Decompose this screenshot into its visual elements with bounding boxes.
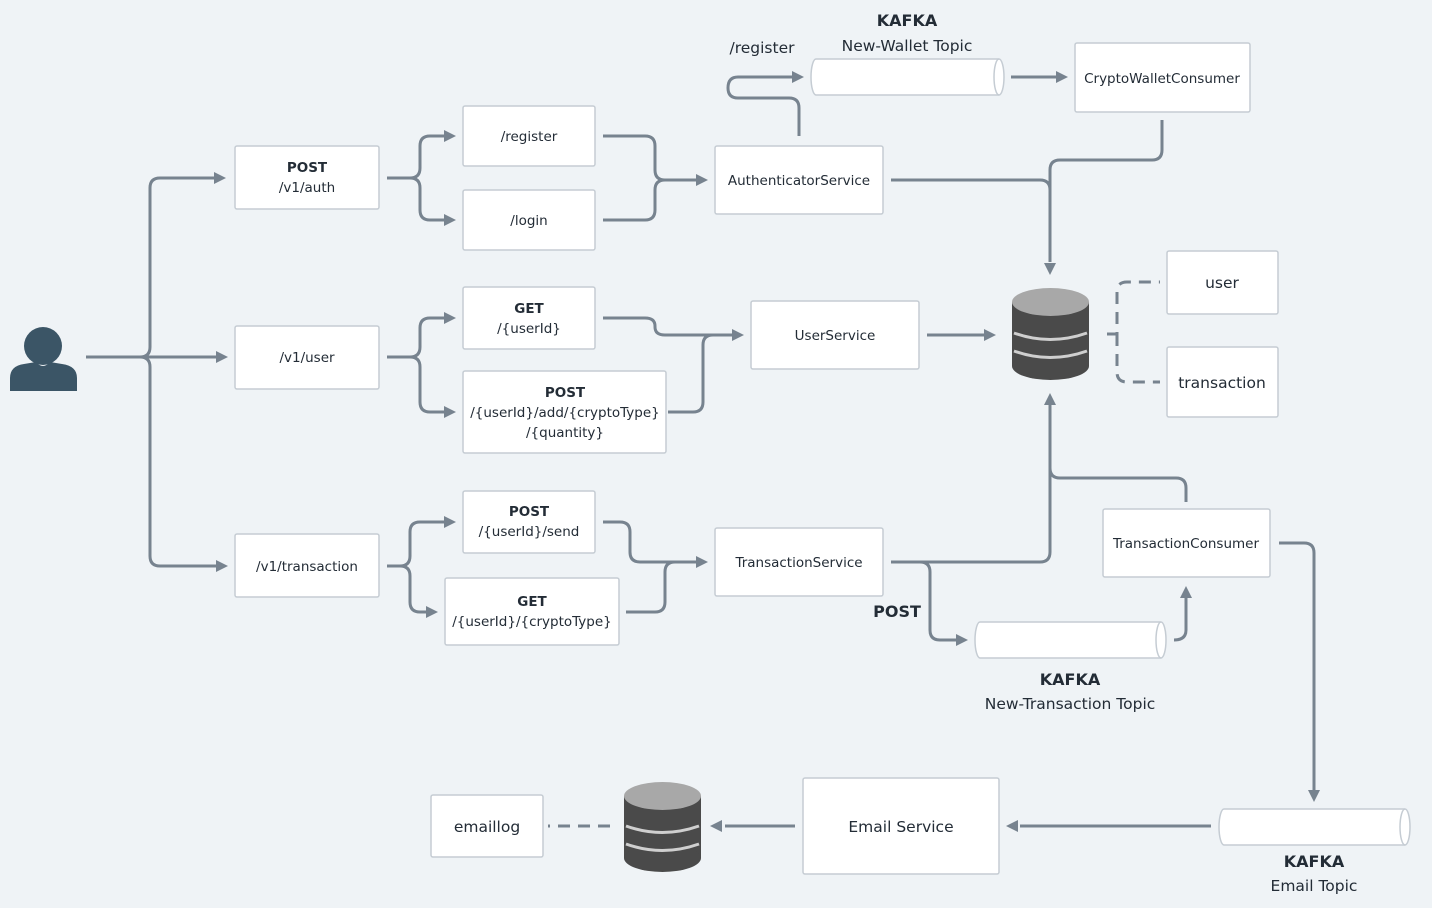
route-post-add[interactable]: POST /{userId}/add/{cryptoType} /{quanti… xyxy=(462,370,667,454)
endpoint-transaction-path: /v1/transaction xyxy=(256,559,358,575)
arrowheads xyxy=(214,71,1320,832)
crypto-wallet-consumer-label: CryptoWalletConsumer xyxy=(1084,71,1240,87)
endpoint-auth-path: /v1/auth xyxy=(279,180,335,196)
route-post-send[interactable]: POST /{userId}/send xyxy=(462,490,596,554)
transaction-service[interactable]: TransactionService xyxy=(714,527,884,597)
email-service-label: Email Service xyxy=(848,818,953,836)
table-user-label: user xyxy=(1205,274,1239,292)
route-post-send-path: /{userId}/send xyxy=(479,524,580,540)
kafka-new-transaction-topic-name: New-Transaction Topic xyxy=(985,695,1156,713)
authenticator-service[interactable]: AuthenticatorService xyxy=(714,145,884,215)
edge-label-post: POST xyxy=(873,602,921,621)
table-transaction-label: transaction xyxy=(1178,374,1266,392)
main-database-icon xyxy=(1012,288,1089,380)
email-service[interactable]: Email Service xyxy=(802,777,1000,875)
authenticator-service-label: AuthenticatorService xyxy=(728,173,870,189)
kafka-email-topic[interactable]: KAFKA Email Topic xyxy=(1218,808,1411,895)
kafka-new-transaction-label: KAFKA xyxy=(1040,670,1101,689)
user-service[interactable]: UserService xyxy=(750,300,920,370)
table-emaillog-label: emaillog xyxy=(454,818,520,836)
kafka-new-wallet-label: KAFKA xyxy=(877,11,938,30)
route-post-add-method: POST xyxy=(545,385,586,401)
route-register[interactable]: /register xyxy=(462,105,596,167)
transaction-service-label: TransactionService xyxy=(734,555,862,571)
endpoint-user-path: /v1/user xyxy=(279,350,335,366)
route-register-label: /register xyxy=(501,129,558,145)
route-get-crypto-path: /{userId}/{cryptoType} xyxy=(452,614,612,630)
route-get-crypto[interactable]: GET /{userId}/{cryptoType} xyxy=(444,577,620,646)
kafka-email-topic-name: Email Topic xyxy=(1271,877,1358,895)
person-icon xyxy=(10,327,77,391)
route-post-send-method: POST xyxy=(509,504,550,520)
transaction-consumer[interactable]: TransactionConsumer xyxy=(1102,508,1271,578)
kafka-email-label: KAFKA xyxy=(1284,852,1345,871)
kafka-new-wallet-topic[interactable]: KAFKA New-Wallet Topic xyxy=(810,11,1005,96)
endpoint-user[interactable]: /v1/user xyxy=(234,325,380,390)
kafka-new-wallet-topic-name: New-Wallet Topic xyxy=(842,37,973,55)
endpoint-auth[interactable]: POST /v1/auth xyxy=(234,145,380,210)
connectors xyxy=(86,75,1316,828)
route-login-label: /login xyxy=(510,213,547,229)
route-get-user-path: /{userId} xyxy=(497,321,561,337)
table-transaction[interactable]: transaction xyxy=(1166,346,1279,418)
route-get-user-method: GET xyxy=(514,301,544,317)
kafka-new-transaction-topic[interactable]: KAFKA New-Transaction Topic xyxy=(974,621,1167,713)
route-get-user[interactable]: GET /{userId} xyxy=(462,286,596,350)
table-emaillog[interactable]: emaillog xyxy=(430,794,544,858)
table-user[interactable]: user xyxy=(1166,250,1279,315)
route-get-crypto-method: GET xyxy=(517,594,547,610)
route-login[interactable]: /login xyxy=(462,189,596,251)
transaction-consumer-label: TransactionConsumer xyxy=(1112,536,1260,552)
endpoint-transaction[interactable]: /v1/transaction xyxy=(234,533,380,598)
endpoint-auth-method: POST xyxy=(287,160,328,176)
email-database-icon xyxy=(624,782,701,872)
edge-label-register: /register xyxy=(730,39,796,57)
route-post-add-path-line2: /{quantity} xyxy=(526,425,604,441)
user-service-label: UserService xyxy=(795,328,876,344)
crypto-wallet-consumer[interactable]: CryptoWalletConsumer xyxy=(1074,42,1251,113)
route-post-add-path-line1: /{userId}/add/{cryptoType} xyxy=(470,405,660,421)
